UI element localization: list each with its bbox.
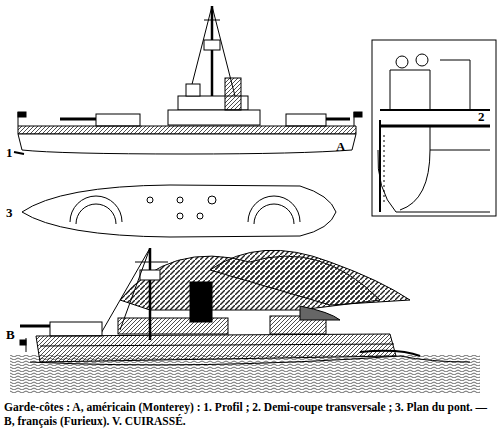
deck-plan — [22, 185, 336, 237]
half-section — [372, 40, 496, 216]
callout-letter: B — [6, 328, 15, 341]
callout-letter: 1 — [6, 146, 13, 159]
callout-letter: 2 — [478, 110, 485, 123]
profile-view — [14, 6, 362, 154]
figure-caption: Garde-côtes : A, américain (Monterey) : … — [4, 400, 496, 428]
furieux-view — [10, 248, 480, 393]
callout-letter: A — [336, 140, 345, 153]
callout-letter: 3 — [6, 206, 13, 219]
